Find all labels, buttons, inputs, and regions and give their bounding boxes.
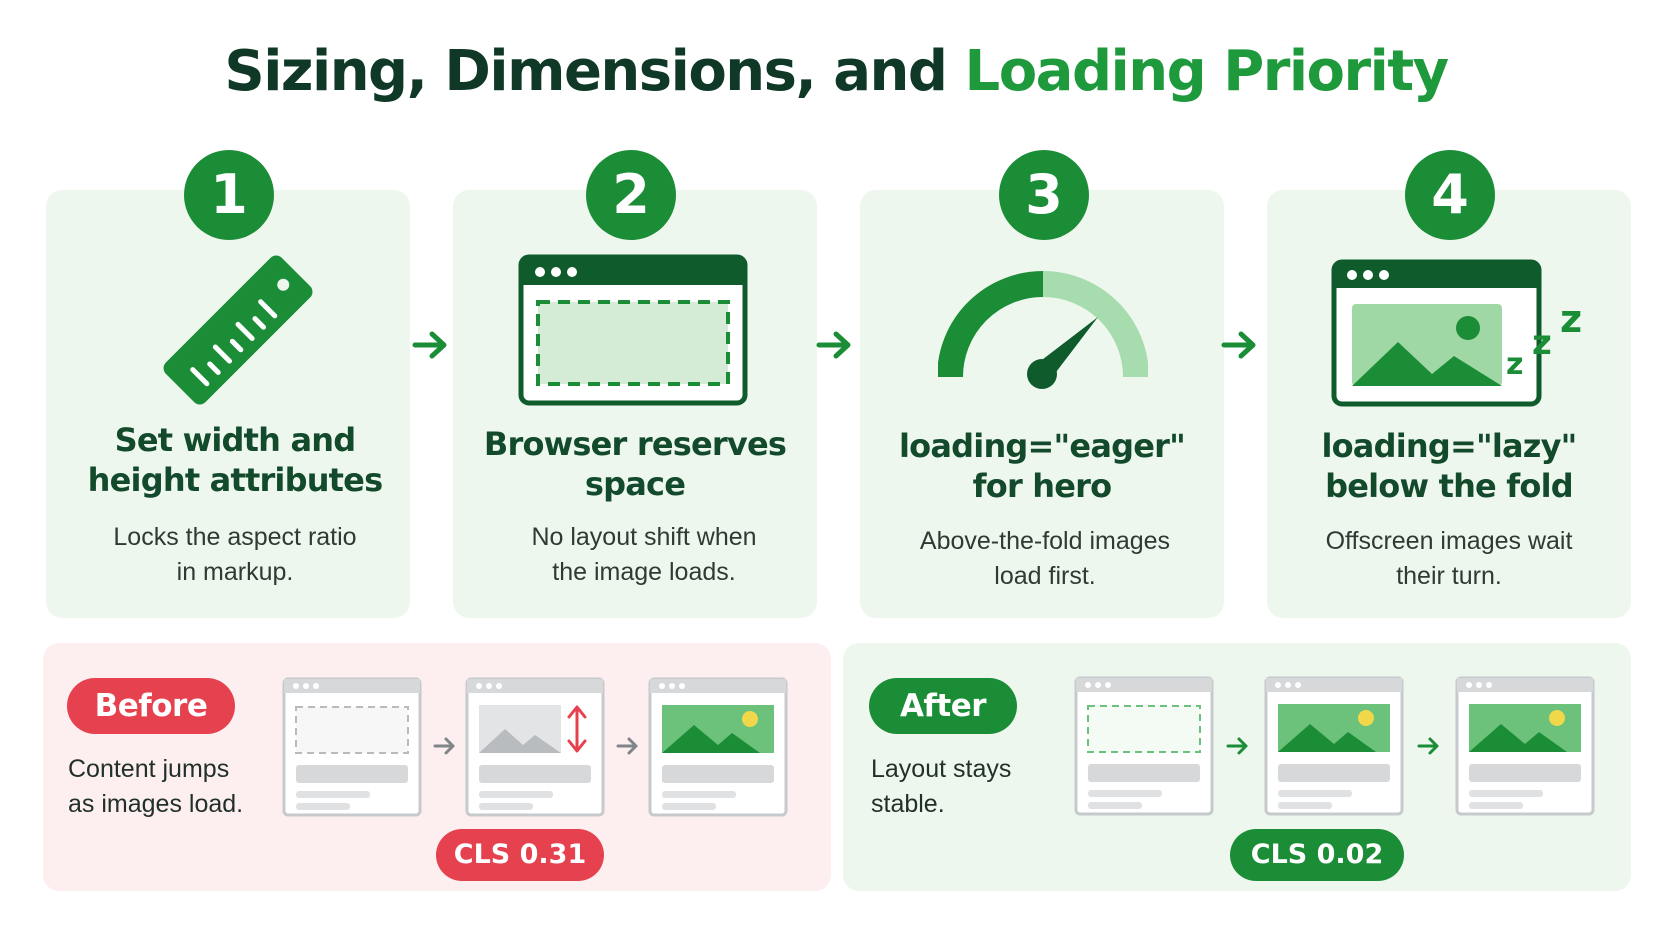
before-text: Content jumps as images load. [68,752,243,822]
step-desc-2-line2: the image loads. [552,558,736,586]
title-main: Sizing, Dimensions, and [224,39,948,104]
step-desc-3: Above-the-fold images load first. [863,524,1227,594]
step-number-2: 2 [586,150,676,240]
step-desc-4-line2: their turn. [1396,562,1502,590]
arrow-right-icon [433,737,455,755]
arrow-right-icon [1417,737,1439,755]
step-title-3-line1: loading="eager" [899,427,1186,465]
ruler-icon [163,255,313,405]
step-desc-2-line1: No layout shift when [531,523,757,551]
arrow-right-icon [816,331,851,359]
before-badge: Before [67,678,235,734]
step-title-4-line2: below the fold [1325,467,1574,505]
step-title-4-line1: loading="lazy" [1321,427,1577,465]
after-text-line1: Layout stays [871,755,1012,783]
step-desc-1-line1: Locks the aspect ratio [113,523,357,551]
before-page-loading [465,677,605,817]
step-title-1-line1: Set width and [114,421,357,459]
arrow-right-icon [1226,737,1248,755]
after-page-loaded [1455,676,1595,816]
step-card-1 [46,190,410,618]
step-desc-3-line1: Above-the-fold images [919,527,1171,555]
cls-score-before: CLS 0.31 [436,829,604,881]
step-title-1: Set width and height attributes [53,420,417,500]
svg-text:z: z [1560,297,1582,341]
step-title-3-line2: for hero [972,467,1112,505]
step-title-2: Browser reserves space [453,424,817,504]
step-title-1-line2: height attributes [87,461,383,499]
before-text-line2: as images load. [68,790,244,818]
step-desc-4-line1: Offscreen images wait [1325,527,1573,555]
step-number-3: 3 [999,150,1089,240]
after-page-reserved [1074,676,1214,816]
after-badge: After [869,678,1017,734]
step-desc-2: No layout shift when the image loads. [462,520,826,590]
arrow-right-icon [412,331,447,359]
after-text: Layout stays stable. [871,752,1011,822]
step-desc-1: Locks the aspect ratio in markup. [53,520,417,590]
step-desc-1-line2: in markup. [176,558,294,586]
step-title-2-line2: space [584,465,686,503]
page-title: Sizing, Dimensions, and Loading Priority [0,38,1672,105]
sleeping-image-icon: z z z [1331,259,1582,407]
cls-score-after: CLS 0.02 [1230,829,1404,881]
step-number-4: 4 [1405,150,1495,240]
after-text-line2: stable. [871,790,945,818]
arrow-right-icon [1221,331,1256,359]
step-title-4: loading="lazy" below the fold [1267,426,1631,506]
step-number-1: 1 [184,150,274,240]
speedometer-icon [938,271,1148,389]
after-page-loading [1264,676,1404,816]
svg-text:z: z [1506,347,1523,382]
step-desc-3-line2: load first. [994,562,1096,590]
step-title-2-line1: Browser reserves [483,425,787,463]
step-card-3 [860,190,1224,618]
arrow-right-icon [616,737,638,755]
browser-placeholder-icon [518,254,748,406]
title-accent: Loading Priority [964,39,1450,104]
step-title-3: loading="eager" for hero [860,426,1224,506]
before-page-loaded [648,677,788,817]
before-page-placeholder [282,677,422,817]
step-desc-4: Offscreen images wait their turn. [1267,524,1631,594]
before-text-line1: Content jumps [68,755,230,783]
svg-text:z: z [1532,323,1552,363]
